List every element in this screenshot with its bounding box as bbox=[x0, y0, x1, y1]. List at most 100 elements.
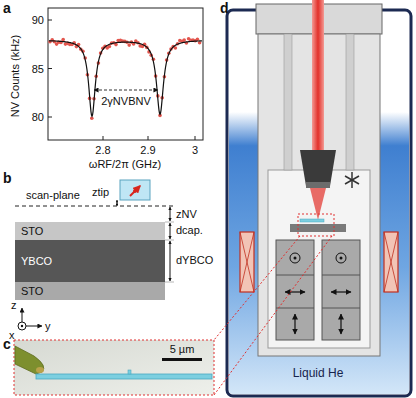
cryostat bbox=[340, 314, 341, 334]
tip-micrograph bbox=[162, 358, 202, 361]
cryostat bbox=[312, 0, 324, 152]
cryostat bbox=[336, 253, 346, 263]
panel-letter: b bbox=[3, 170, 12, 186]
sample-cross-section bbox=[170, 223, 171, 239]
coordinate-axes bbox=[21, 325, 23, 327]
odmr-plot-frame bbox=[103, 136, 104, 140]
cryostat bbox=[331, 291, 351, 292]
coordinate-axes bbox=[22, 308, 23, 322]
cryostat bbox=[268, 170, 370, 348]
axis-title: NV Counts (kHz) bbox=[9, 35, 22, 118]
cryostat bbox=[290, 253, 300, 263]
odmr-plot-frame bbox=[48, 20, 52, 21]
scale-label: 5 µm bbox=[170, 343, 195, 356]
cryostat bbox=[322, 308, 360, 309]
cryostat bbox=[227, 0, 411, 396]
sample-cross-section bbox=[165, 282, 174, 283]
tick-label: 2.8 bbox=[95, 144, 110, 157]
dimension-label: dcap. bbox=[176, 224, 203, 237]
sample-cross-section bbox=[165, 240, 174, 241]
coordinate-axes bbox=[18, 322, 26, 330]
odmr-plot-frame bbox=[48, 68, 52, 69]
cryostat bbox=[294, 314, 295, 334]
tick-label: 80 bbox=[32, 111, 44, 124]
odmr-plot-frame bbox=[48, 8, 203, 140]
odmr-data bbox=[48, 37, 202, 120]
cryostat bbox=[322, 240, 360, 340]
dimension-label: zNV bbox=[176, 208, 197, 221]
magnet-coil bbox=[240, 232, 398, 292]
odmr-plot-frame bbox=[48, 117, 52, 118]
sample-cross-section bbox=[133, 189, 137, 193]
cryostat bbox=[276, 308, 314, 309]
cryostat bbox=[310, 188, 326, 220]
cryostat bbox=[340, 257, 343, 260]
cryostat bbox=[276, 240, 314, 340]
tick-label: 85 bbox=[32, 62, 44, 75]
cryostat bbox=[298, 214, 334, 236]
magnet-coil bbox=[384, 232, 398, 292]
axis-title: ωRF/2π (GHz) bbox=[89, 158, 161, 171]
sample-cross-section bbox=[170, 207, 171, 221]
fit-curve bbox=[49, 41, 202, 117]
film-layer: YBCO bbox=[15, 240, 165, 282]
tip-micrograph bbox=[36, 367, 44, 373]
coordinate-axes bbox=[26, 326, 42, 327]
panel-letter: c bbox=[3, 336, 11, 352]
tip-micrograph bbox=[14, 340, 214, 395]
sample-cross-section bbox=[15, 206, 174, 207]
tip-micrograph bbox=[14, 340, 214, 395]
axis-label: z bbox=[11, 299, 17, 312]
layer-label: YBCO bbox=[21, 255, 52, 268]
plane-label: scan-plane bbox=[26, 189, 80, 202]
dimension-label: dYBCO bbox=[176, 254, 213, 267]
sample-cross-section bbox=[117, 200, 118, 206]
substrate-layer: STO bbox=[15, 282, 165, 300]
tip-micrograph bbox=[128, 370, 131, 374]
sample-cross-section bbox=[130, 186, 140, 196]
dimension-label: ztip bbox=[92, 186, 109, 199]
tick-label: 2.9 bbox=[140, 144, 155, 157]
cryostat bbox=[276, 275, 314, 276]
tick-label: 3 bbox=[192, 144, 198, 157]
panel-letter: a bbox=[3, 0, 11, 16]
magnet-coil bbox=[240, 232, 254, 292]
zoom-lines bbox=[214, 236, 300, 340]
cap-layer: STO bbox=[15, 222, 165, 240]
layer-label: Liquid He bbox=[293, 366, 344, 381]
axis-label: y bbox=[45, 320, 51, 333]
cryostat bbox=[284, 34, 292, 170]
splitting-arrow bbox=[94, 90, 158, 91]
tick-label: 90 bbox=[32, 14, 44, 27]
cryostat bbox=[345, 176, 359, 184]
splitting-label: 2γNVBNV bbox=[101, 95, 151, 108]
cryostat bbox=[285, 291, 305, 292]
magnet-coil bbox=[384, 232, 398, 292]
odmr-plot-frame bbox=[48, 8, 203, 140]
tip-micrograph bbox=[36, 374, 212, 379]
magnet-coil bbox=[384, 232, 398, 292]
cryostat bbox=[306, 182, 330, 188]
magnet-coil bbox=[240, 232, 254, 292]
sample-cross-section bbox=[170, 241, 171, 281]
data-point bbox=[127, 43, 131, 47]
odmr-plot-frame bbox=[195, 136, 196, 140]
odmr-plot-frame bbox=[148, 136, 149, 140]
cryostat bbox=[322, 275, 360, 276]
sample-cross-section bbox=[15, 180, 174, 282]
data-point bbox=[61, 38, 65, 42]
panel-letter: d bbox=[220, 0, 229, 16]
layer-label: STO bbox=[21, 285, 43, 298]
liquid-bath: Liquid He bbox=[262, 360, 374, 386]
data-point bbox=[182, 38, 186, 42]
cryostat bbox=[345, 176, 359, 184]
cryostat bbox=[294, 257, 297, 260]
sample-cross-section bbox=[120, 180, 150, 200]
coordinate-axes bbox=[18, 308, 42, 330]
cryostat bbox=[345, 172, 359, 188]
layer-label: STO bbox=[21, 225, 43, 238]
tip-micrograph bbox=[15, 346, 44, 374]
sample-cross-section bbox=[165, 222, 174, 223]
cryostat bbox=[300, 219, 324, 222]
cryostat bbox=[346, 34, 354, 170]
